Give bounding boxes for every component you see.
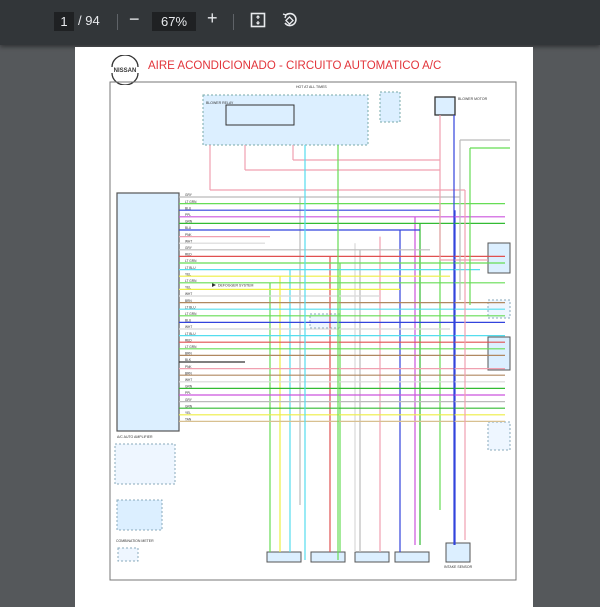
wire-color-label: GRN [185,220,193,224]
fusible-link [379,91,401,123]
rotate-icon [282,12,297,27]
wire-color-label: YEL [185,411,191,415]
wire-color-label: LT GRN [185,345,197,349]
right-air-mix-door-motor [394,551,430,563]
wire-color-label: PPL [185,391,191,395]
wire-color-label: YEL [185,286,191,290]
hot-label: HOT AT ALL TIMES [296,85,327,89]
fuse-block [202,94,369,146]
blower-relay-label: BLOWER RELAY [206,101,234,105]
wire-color-label: LT BLU [185,305,196,309]
wire-color-label: GRY [185,246,193,250]
wire-color-label: BLU [185,226,192,230]
page-total: / 94 [78,13,100,28]
wire-color-label: BLU [185,319,192,323]
plus-icon: + [207,8,218,28]
svg-text:NISSAN: NISSAN [114,68,137,74]
variable-blower-control [487,242,511,274]
wire-color-label: LT GRN [185,312,197,316]
wire-color-label: LT GRN [185,279,197,283]
sensor-module [117,547,139,562]
zoom-in-button[interactable]: + [207,8,218,29]
wire-color-label: PNK [185,233,192,237]
blower-relay [225,104,295,126]
diagram-title: AIRE ACONDICIONADO - CIRCUITO AUTOMATICO… [148,60,442,72]
combination-meter [116,499,163,531]
fit-page-icon [250,12,266,28]
wire-color-label: GRN [185,404,193,408]
wires: GRY LT GRN BLU PPL GRN BLU PNK WHT GRY RED LT GRN L… [179,115,510,560]
wire-color-label: GRY [185,398,193,402]
wire-color-label: BRN [185,299,192,303]
nissan-logo: NISSAN [111,55,139,85]
wire-color-label: PNK [185,365,192,369]
wire-color-label: YEL [185,272,191,276]
wire-color-label: BRN [185,352,192,356]
wire-color-label: LT GRN [185,200,197,204]
left-air-mix-door-motor [354,551,390,563]
wire-color-label: GRY [185,193,193,197]
wire-color-label: PPL [185,213,191,217]
defogger-label: DEFOGGER SYSTEM [218,284,253,288]
wire-color-label: TAN [185,418,192,422]
wire-color-label: LT GRN [185,259,197,263]
joint-connector-2 [487,421,511,451]
wire-color-label: GRN [185,385,193,389]
wire-color-label: BRN [185,371,192,375]
wire-color-label: WHT [185,325,192,329]
intake-sensor-label: INTAKE SENSOR [444,565,473,569]
page-number-input[interactable]: 1 [54,12,74,31]
wire-color-label: RED [185,253,192,257]
wire-color-label: WHT [185,292,192,296]
zoom-level-input[interactable]: 67% [152,12,196,31]
blower-motor [434,96,456,116]
wire-color-label: WHT [185,378,192,382]
rotate-button[interactable] [281,11,299,32]
pdf-toolbar: 1 / 94 − 67% + [0,0,600,45]
fit-page-button[interactable] [250,12,266,31]
zoom-out-button[interactable]: − [129,9,140,30]
mode-door-motor [310,551,346,563]
ac-switch-assembly [487,336,511,371]
intake-door-motor [266,551,302,563]
divider [233,14,234,30]
wire-color-label: LT BLU [185,332,196,336]
minus-icon: − [129,9,140,29]
defogger-arrow-icon [212,283,216,287]
blower-motor-label: BLOWER MOTOR [458,97,488,101]
wire-color-label: RED [185,338,192,342]
amplifier-label: A/C AUTO AMPLIFIER [117,435,153,439]
wire-color-label: BLU [185,206,192,210]
diagram-border [109,81,517,581]
wire-color-label: WHT [185,239,192,243]
ac-auto-amplifier [116,192,180,432]
divider [117,14,118,30]
combination-meter-label: COMBINATION METER [116,539,154,543]
intake-sensor [445,542,471,563]
wire-color-label: LT BLU [185,266,196,270]
bcm-module [114,443,176,485]
wire-color-label: BLK [185,358,192,362]
